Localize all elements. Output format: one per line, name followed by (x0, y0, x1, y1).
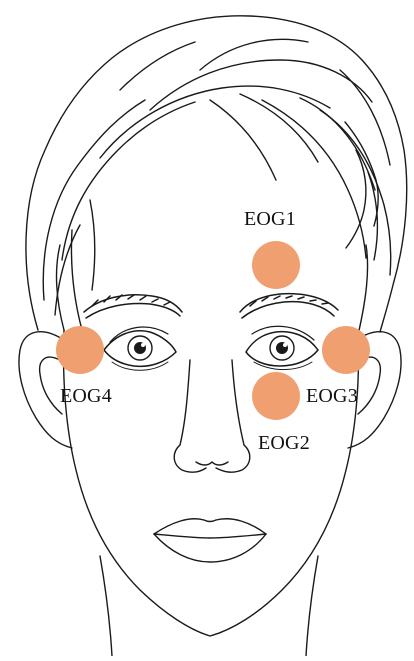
electrode-eog2 (252, 372, 300, 420)
electrode-label-eog4: EOG4 (60, 386, 112, 406)
mouth (154, 519, 266, 562)
eyebrows (84, 294, 338, 318)
right-eye (104, 327, 176, 370)
electrode-eog3 (322, 326, 370, 374)
nose (174, 360, 250, 472)
electrode-label-eog1: EOG1 (244, 209, 296, 229)
left-eye (246, 326, 318, 369)
electrode-eog1 (252, 241, 300, 289)
electrode-label-eog3: EOG3 (306, 386, 358, 406)
hair (26, 16, 407, 332)
electrode-label-eog2: EOG2 (258, 433, 310, 453)
neck (100, 556, 318, 656)
electrode-eog4 (56, 326, 104, 374)
